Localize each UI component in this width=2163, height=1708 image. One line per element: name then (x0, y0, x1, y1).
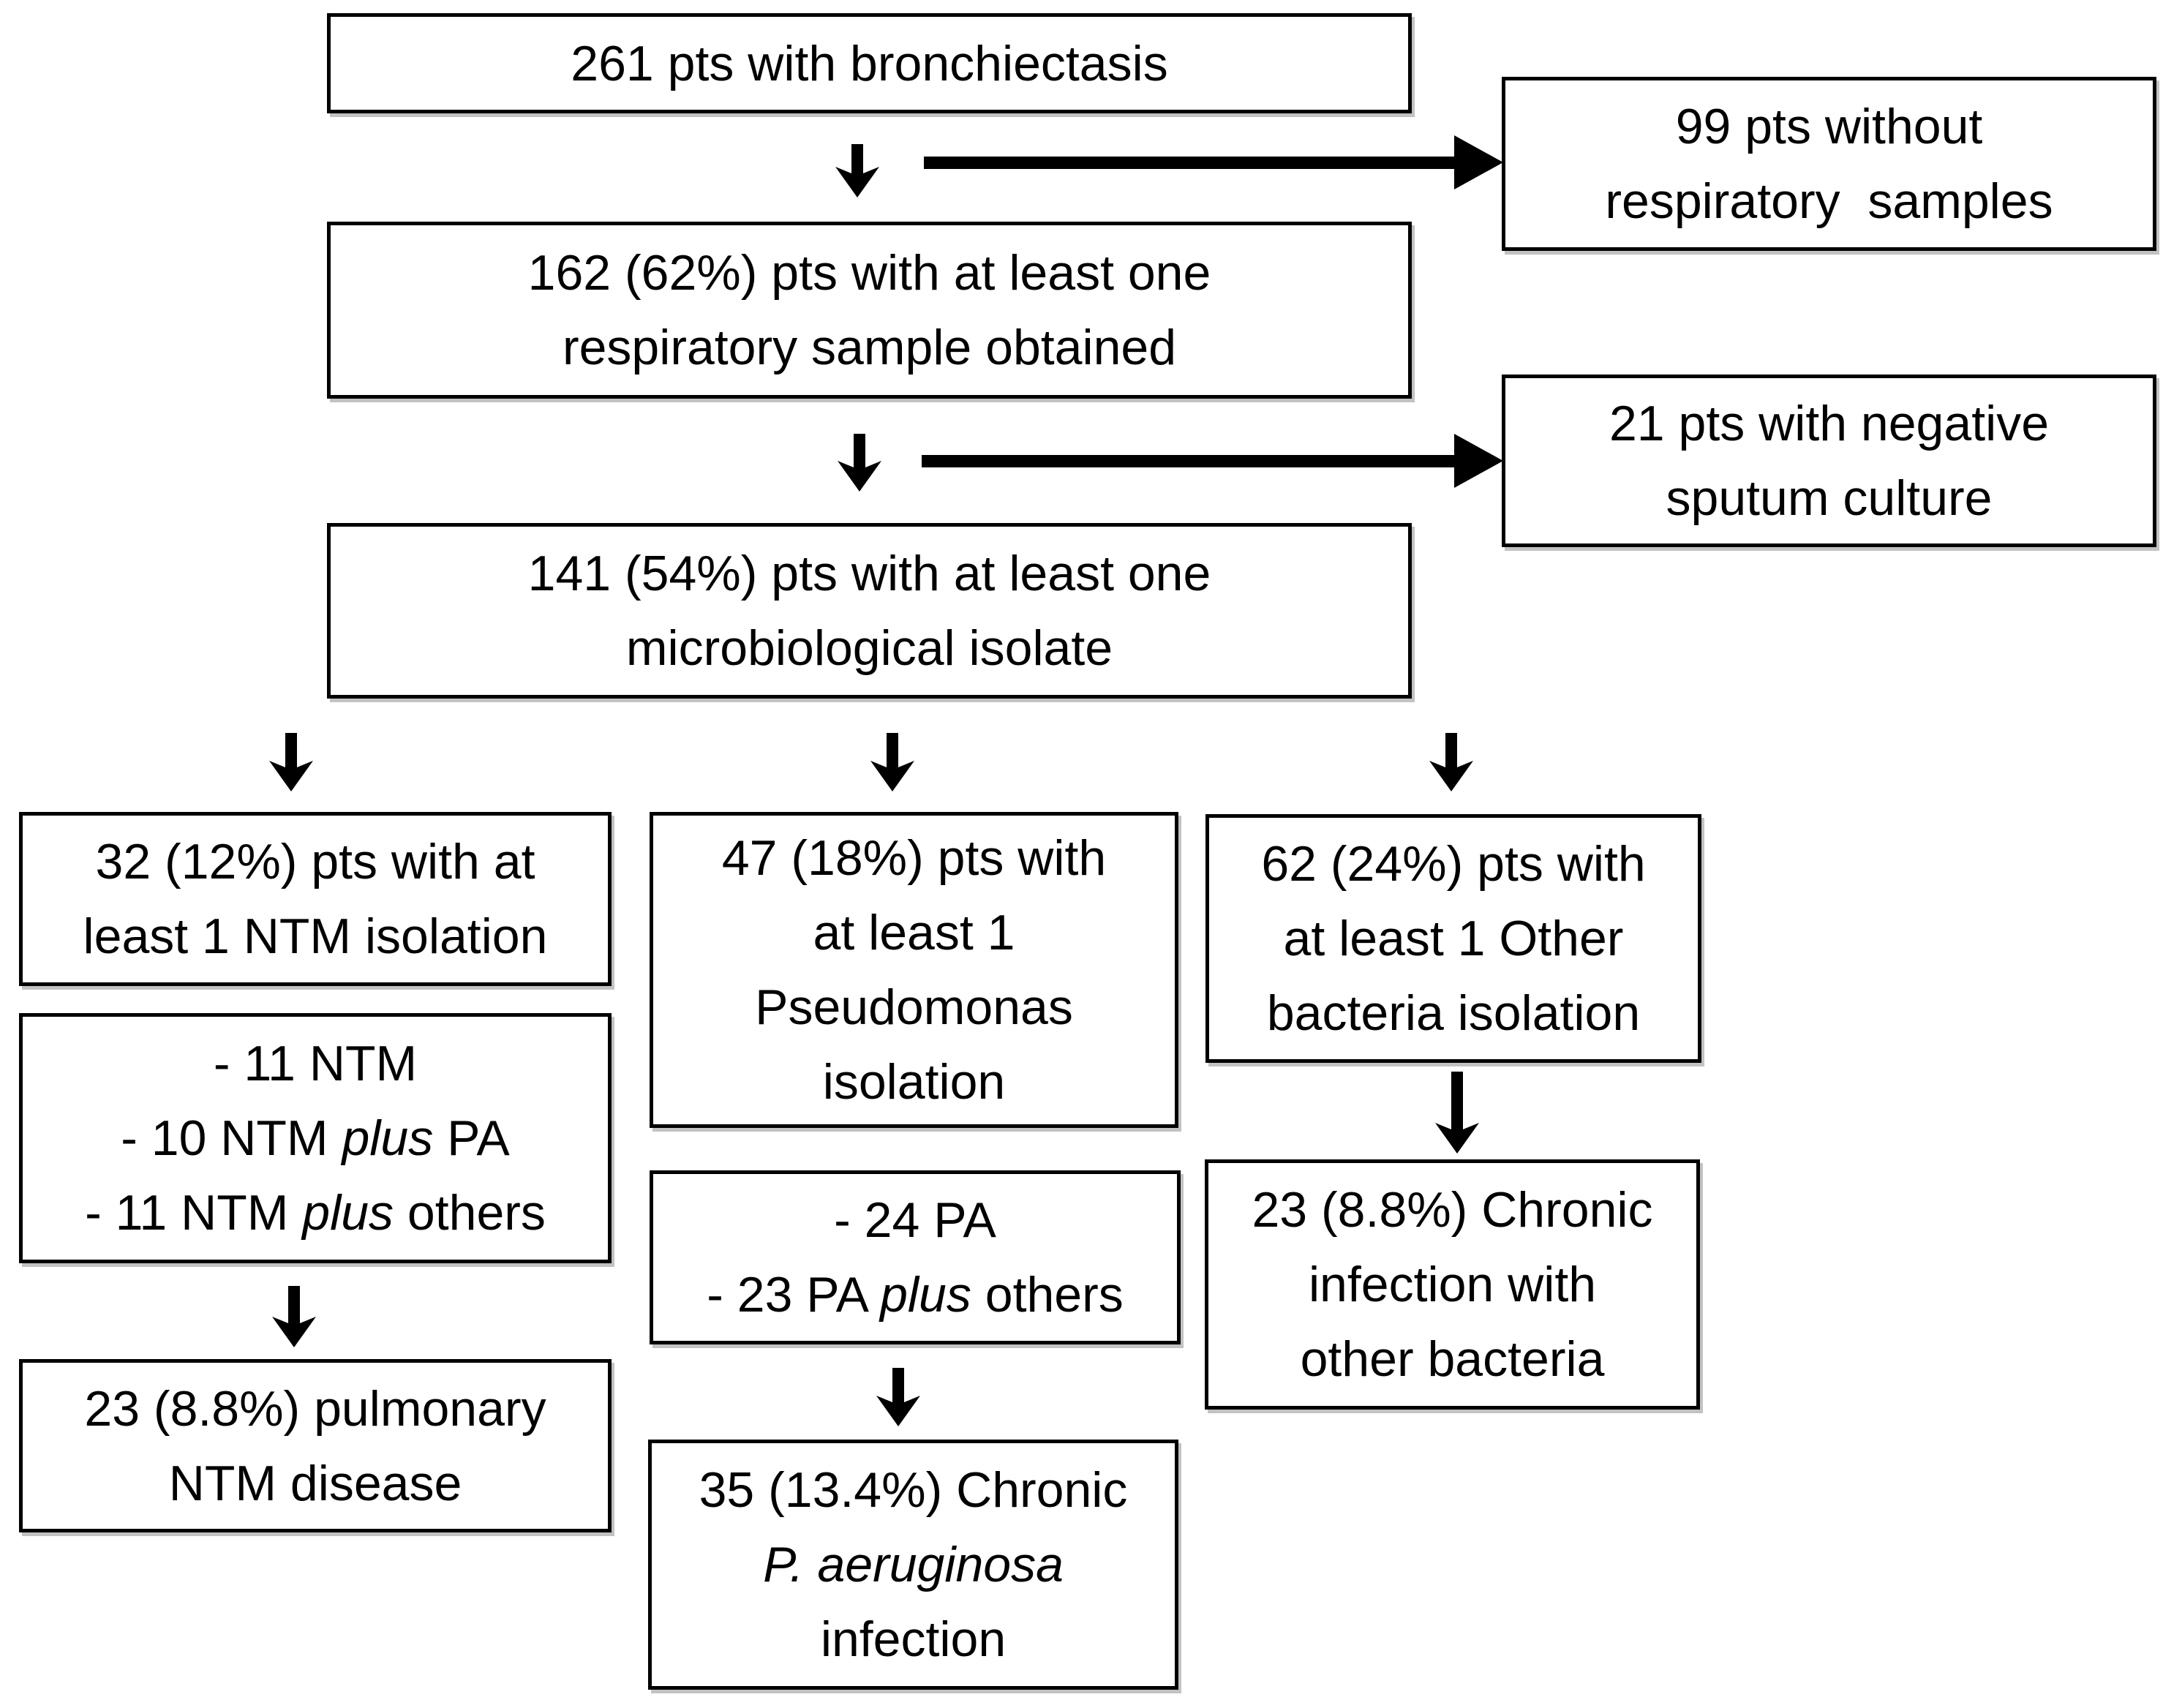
box-261-bronchiectasis: 261 pts with bronchiectasis (327, 13, 1412, 113)
right-arrow-icon (924, 135, 1503, 189)
box-35-chronic-pa-infection: 35 (13.4%) Chronic P. aeruginosa infecti… (648, 1440, 1178, 1690)
box-text-line: 35 (13.4%) Chronic (699, 1462, 1128, 1518)
box-text-line: NTM disease (168, 1455, 462, 1511)
box-99-no-respiratory-samples: 99 pts without respiratory samples (1502, 77, 2156, 251)
box-text-line: microbiological isolate (625, 620, 1113, 676)
down-arrow-icon (1429, 733, 1473, 791)
box-text-line: 32 (12%) pts with at (95, 834, 535, 889)
box-text-line: infection (820, 1611, 1007, 1667)
box-pa-breakdown: - 24 PA - 23 PA plus others (650, 1170, 1181, 1344)
box-text-line: 261 pts with bronchiectasis (571, 35, 1168, 91)
down-arrow-icon (876, 1368, 920, 1426)
box-text-line: 23 (8.8%) Chronic (1252, 1182, 1653, 1238)
box-23-chronic-other-bacteria: 23 (8.8%) Chronic infection with other b… (1205, 1159, 1700, 1410)
box-62-other-bacteria-isolation: 62 (24%) pts with at least 1 Other bacte… (1205, 814, 1701, 1063)
box-text-line: bacteria isolation (1266, 985, 1641, 1041)
box-text-line: respiratory sample obtained (562, 320, 1177, 375)
box-text-line: infection with (1308, 1257, 1597, 1312)
box-text-line: - 24 PA (834, 1192, 996, 1248)
box-text-line: respiratory samples (1605, 173, 2053, 229)
box-text-line: - 10 NTM plus PA (121, 1110, 510, 1166)
box-text-line: 141 (54%) pts with at least one (527, 546, 1211, 601)
down-arrow-icon (835, 144, 879, 197)
down-arrow-icon (870, 733, 914, 791)
box-23-pulmonary-ntm-disease: 23 (8.8%) pulmonary NTM disease (19, 1359, 612, 1532)
box-32-ntm-isolation: 32 (12%) pts with at least 1 NTM isolati… (19, 812, 612, 986)
down-arrow-icon (269, 733, 313, 791)
box-text-line: Pseudomonas (755, 979, 1073, 1035)
box-text-line: sputum culture (1666, 470, 1993, 526)
box-47-pseudomonas-isolation: 47 (18%) pts with at least 1 Pseudomonas… (650, 812, 1178, 1128)
box-text-line: 21 pts with negative (1609, 396, 2050, 451)
box-text-line: 47 (18%) pts with (721, 830, 1107, 886)
box-text-line: other bacteria (1300, 1331, 1605, 1387)
box-141-microbiological-isolate: 141 (54%) pts with at least one microbio… (327, 523, 1412, 699)
box-text-line: at least 1 Other (1283, 911, 1624, 966)
box-ntm-breakdown: - 11 NTM - 10 NTM plus PA - 11 NTM plus … (19, 1013, 612, 1263)
box-21-negative-sputum-culture: 21 pts with negative sputum culture (1502, 375, 2156, 547)
down-arrow-icon (272, 1286, 316, 1347)
down-arrow-icon (1435, 1072, 1479, 1154)
box-text-line: - 23 PA plus others (707, 1267, 1124, 1323)
right-arrow-icon (922, 434, 1503, 488)
box-162-respiratory-sample-obtained: 162 (62%) pts with at least one respirat… (327, 222, 1412, 399)
box-text-line: P. aeruginosa (763, 1537, 1064, 1592)
box-text-line: at least 1 (813, 905, 1015, 960)
box-text-line: 162 (62%) pts with at least one (527, 245, 1211, 301)
box-text-line: 99 pts without (1675, 99, 1983, 154)
box-text-line: - 11 NTM (213, 1036, 418, 1091)
box-text-line: 62 (24%) pts with (1261, 836, 1646, 892)
box-text-line: isolation (822, 1054, 1006, 1110)
box-text-line: 23 (8.8%) pulmonary (84, 1380, 546, 1437)
box-text-line: - 11 NTM plus others (85, 1185, 546, 1241)
box-text-line: least 1 NTM isolation (83, 908, 548, 964)
down-arrow-icon (838, 434, 881, 492)
